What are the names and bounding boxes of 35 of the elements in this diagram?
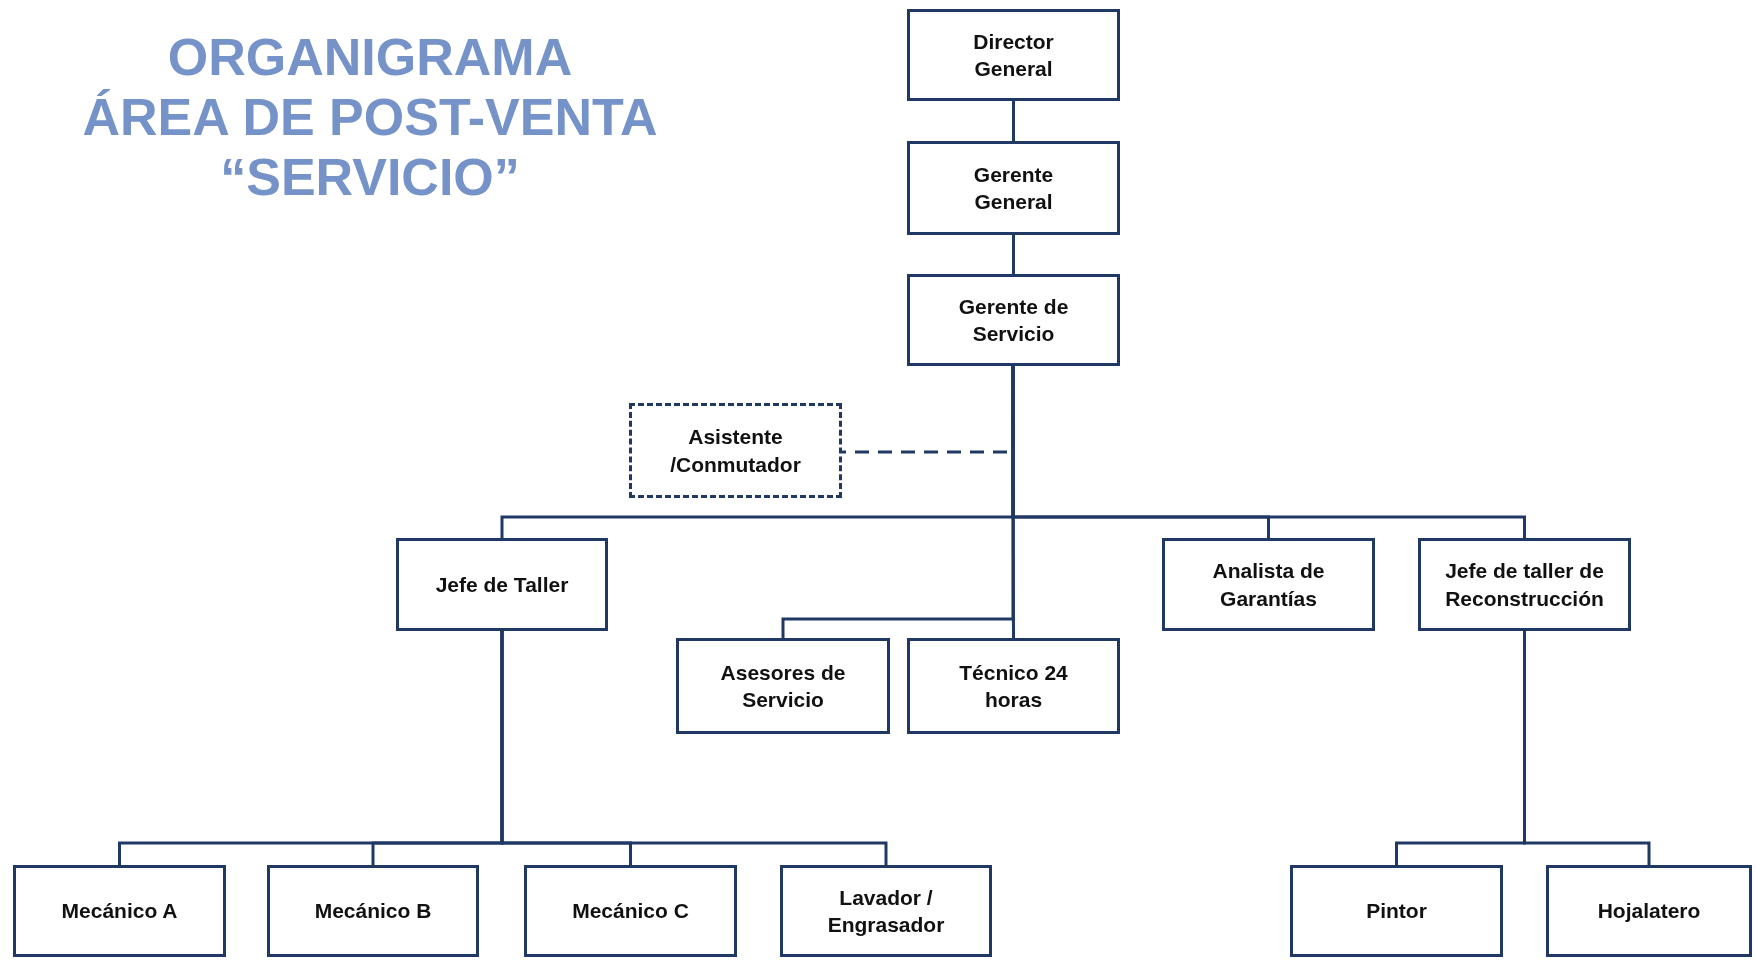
position-box: [13, 865, 226, 957]
position-title: Jefe de taller de Reconstrucción: [1444, 558, 1605, 612]
position-title: Pintor: [1365, 898, 1428, 925]
position-box: [907, 9, 1120, 101]
position-box: [1290, 865, 1503, 957]
position-title: Mecánico C: [571, 898, 690, 925]
position-title: Técnico 24 horas: [958, 659, 1069, 713]
position-box: [396, 538, 608, 631]
position-box: [907, 274, 1120, 366]
position-title: Gerente de Servicio: [957, 293, 1070, 347]
position-title: Hojalatero: [1596, 898, 1702, 925]
dashed-position-box: [629, 403, 842, 498]
position-title: Lavador / Engrasador: [826, 884, 946, 938]
position-box: [1418, 538, 1631, 631]
position-box: [267, 865, 479, 957]
position-box: [676, 638, 890, 734]
connector-line: [1523, 631, 1651, 865]
connector-line: [1012, 235, 1015, 274]
position-title: Asesores de Servicio: [719, 659, 847, 713]
position-title: Mecánico A: [60, 898, 179, 925]
position-title: Analista de Garantías: [1211, 558, 1326, 612]
connector-line: [1012, 101, 1015, 141]
position-box: [1162, 538, 1375, 631]
position-box: [780, 865, 992, 957]
position-box: [907, 638, 1120, 734]
position-title: Jefe de Taller: [434, 571, 570, 598]
position-title: Mecánico B: [313, 898, 433, 925]
position-title: Gerente General: [972, 161, 1055, 215]
position-title: Asistente /Conmutador: [669, 424, 802, 478]
position-title: Director General: [972, 28, 1055, 82]
position-box: [1546, 865, 1752, 957]
title: ORGANIGRAMA ÁREA DE POST-VENTA “SERVICIO”: [81, 28, 659, 208]
position-box: [907, 141, 1120, 235]
position-box: [524, 865, 737, 957]
connector-line: [500, 631, 888, 865]
